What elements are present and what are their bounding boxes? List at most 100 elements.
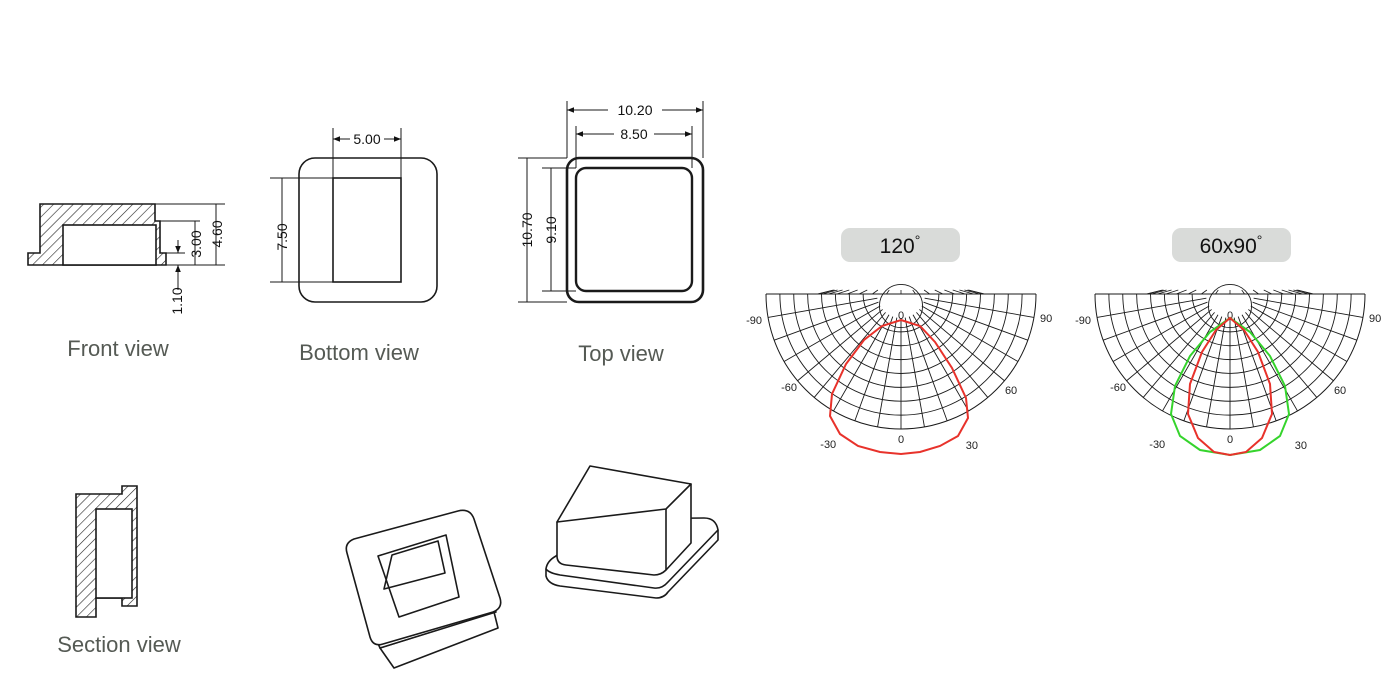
beam-2-degree: ° xyxy=(1257,232,1263,248)
polar-top-tick xyxy=(858,289,868,295)
polar-spoke xyxy=(921,305,1019,362)
bottom-view-label: Bottom view xyxy=(299,340,419,365)
polar-tick-right: 90 xyxy=(1369,313,1381,325)
bottom-view-outline xyxy=(298,157,438,303)
polar-tick-left-low: -30 xyxy=(820,439,836,451)
polar-spoke xyxy=(1248,309,1334,382)
polar-spoke xyxy=(919,309,1005,382)
polar-top-tick xyxy=(1241,289,1245,295)
polar-tick-left: -90 xyxy=(1075,315,1091,327)
polar-top-tick xyxy=(822,289,838,295)
polar-spoke xyxy=(797,309,883,382)
polar-spoke xyxy=(916,312,989,398)
polar-tick-left-mid: -60 xyxy=(1110,382,1126,394)
polar-top-tick xyxy=(944,289,955,295)
polar-spoke xyxy=(908,316,948,422)
bottom-view-opening xyxy=(332,177,402,283)
polar-top-tick xyxy=(828,289,843,295)
beam-1-angle: 120 xyxy=(880,235,915,258)
svg-text:120°: 120° xyxy=(880,232,921,258)
polar-spoke xyxy=(1233,317,1254,428)
polar-spoke xyxy=(1162,314,1219,412)
polar-top-tick xyxy=(1288,289,1303,295)
svg-text:60x90°: 60x90° xyxy=(1200,232,1263,258)
polar-spoke xyxy=(1102,301,1208,341)
polar-tick-right: 90 xyxy=(1040,313,1052,325)
front-view-label: Front view xyxy=(67,336,169,361)
polar-top-tick xyxy=(1297,289,1314,295)
beam-pill-2: 60x90° xyxy=(1172,228,1291,262)
polar-tick-left-low: -30 xyxy=(1149,439,1165,451)
polar-spoke xyxy=(904,317,925,428)
polar-top-tick xyxy=(952,289,966,295)
polar-spoke xyxy=(1245,312,1318,398)
polar-tick-right-mid: 60 xyxy=(1334,385,1346,397)
polar-top-tick xyxy=(1187,289,1197,295)
front-view: 4.60 3.00 1.10 Front view xyxy=(27,203,225,361)
polar-spoke xyxy=(1142,312,1215,398)
polar-spoke xyxy=(783,305,881,362)
polar-top-tick xyxy=(1293,289,1309,295)
polar-top-tick xyxy=(1151,289,1167,295)
dim-top-outer-height: 10.70 xyxy=(519,212,535,247)
polar-top-tick xyxy=(886,289,890,295)
polar-spoke xyxy=(1250,305,1348,362)
bottom-view: 5.00 7.50 Bottom view xyxy=(270,128,438,365)
polar-top-tick xyxy=(1147,289,1164,295)
top-view: 10.20 8.50 10.70 9.10 Top view xyxy=(518,101,705,366)
polar-spoke xyxy=(767,297,878,318)
dim-top-outer-width: 10.20 xyxy=(617,102,652,118)
section-view-cavity xyxy=(95,508,133,599)
beam-1-degree: ° xyxy=(915,232,921,248)
polar-top-tick xyxy=(912,289,916,295)
isometric-top-render xyxy=(545,465,719,599)
polar-top-tick xyxy=(872,289,879,295)
polar-tick-right-low: 30 xyxy=(1295,440,1307,452)
polar-tick-top: 0 xyxy=(898,310,904,322)
polar-top-tick xyxy=(1273,289,1284,295)
polar-spoke xyxy=(854,316,894,422)
polar-spoke xyxy=(1252,301,1358,341)
polar-top-tick xyxy=(847,289,858,295)
polar-tick-bottom: 0 xyxy=(1227,434,1233,446)
top-view-label: Top view xyxy=(578,341,664,366)
isometric-bottom-render xyxy=(345,509,502,669)
beam-curve-120 xyxy=(828,318,970,456)
dim-front-flange: 1.10 xyxy=(169,287,185,314)
polar-spoke xyxy=(1253,297,1364,318)
polar-tick-top: 0 xyxy=(1227,310,1233,322)
section-view: Section view xyxy=(57,485,181,657)
polar-tick-right-mid: 60 xyxy=(1005,385,1017,397)
polar-spoke xyxy=(912,314,969,412)
dim-top-inner-height: 9.10 xyxy=(543,216,559,243)
polar-diagram-60x90: -90 90 -60 60 -30 30 0 0 xyxy=(1075,283,1381,457)
polar-top-tick xyxy=(1263,289,1273,295)
polar-tick-right-low: 30 xyxy=(966,440,978,452)
polar-spoke xyxy=(1096,297,1207,318)
polar-top-tick xyxy=(1176,289,1187,295)
polar-spoke xyxy=(1237,316,1277,422)
polar-top-tick xyxy=(1165,289,1179,295)
section-view-label: Section view xyxy=(57,632,181,657)
polar-top-tick xyxy=(1157,289,1172,295)
dim-front-overall-height: 4.60 xyxy=(209,220,225,247)
dim-top-inner-width: 8.50 xyxy=(620,126,647,142)
dim-bottom-width: 5.00 xyxy=(353,131,380,147)
polar-top-tick xyxy=(959,289,974,295)
polar-spoke xyxy=(877,317,898,428)
polar-spoke xyxy=(1241,314,1298,412)
polar-top-tick xyxy=(818,289,835,295)
polar-tick-left: -90 xyxy=(746,315,762,327)
polar-spoke xyxy=(773,301,879,341)
beam-2-angle: 60x90 xyxy=(1200,235,1257,258)
polar-top-tick xyxy=(964,289,980,295)
polar-spoke xyxy=(924,297,1035,318)
beam-curve-red xyxy=(1186,316,1274,457)
polar-spoke xyxy=(1183,316,1223,422)
polar-spoke xyxy=(1112,305,1210,362)
polar-top-tick xyxy=(1215,289,1219,295)
polar-tick-bottom: 0 xyxy=(898,434,904,446)
polar-top-tick xyxy=(968,289,985,295)
